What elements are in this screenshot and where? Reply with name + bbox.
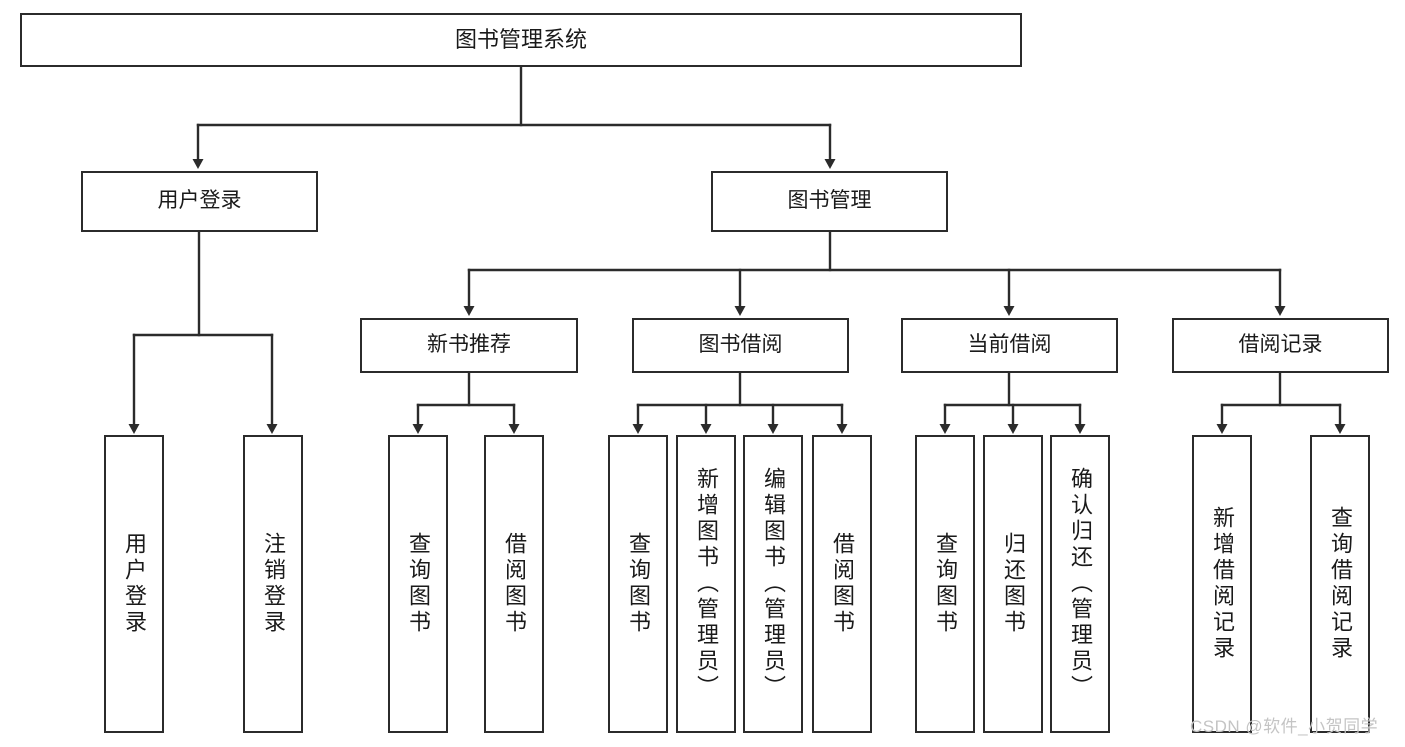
- node-label: 编辑图书（管理员）: [761, 467, 786, 701]
- node-borrow-record[interactable]: 借阅记录: [1172, 318, 1389, 373]
- leaf-query-borrow-record[interactable]: 查询借阅记录: [1310, 435, 1370, 733]
- node-label: 归还图书: [1001, 532, 1026, 636]
- leaf-edit-book-admin[interactable]: 编辑图书（管理员）: [743, 435, 803, 733]
- leaf-logout[interactable]: 注销登录: [243, 435, 303, 733]
- node-book-borrow[interactable]: 图书借阅: [632, 318, 849, 373]
- leaf-query-book-current[interactable]: 查询图书: [915, 435, 975, 733]
- node-label: 借阅图书: [502, 532, 527, 636]
- node-label: 查询图书: [626, 532, 651, 636]
- node-label: 查询图书: [933, 532, 958, 636]
- node-label: 用户登录: [157, 189, 242, 213]
- node-label: 借阅记录: [1238, 333, 1323, 357]
- leaf-add-borrow-record[interactable]: 新增借阅记录: [1192, 435, 1252, 733]
- node-root-system[interactable]: 图书管理系统: [20, 13, 1022, 67]
- leaf-add-book-admin[interactable]: 新增图书（管理员）: [676, 435, 736, 733]
- node-label: 查询借阅记录: [1328, 506, 1353, 662]
- node-current-borrow[interactable]: 当前借阅: [901, 318, 1118, 373]
- node-label: 图书管理系统: [454, 27, 587, 53]
- leaf-borrow-book-new[interactable]: 借阅图书: [484, 435, 544, 733]
- leaf-query-book-borrow[interactable]: 查询图书: [608, 435, 668, 733]
- node-label: 新增借阅记录: [1210, 506, 1235, 662]
- leaf-user-login[interactable]: 用户登录: [104, 435, 164, 733]
- node-label: 确认归还（管理员）: [1068, 467, 1093, 701]
- node-book-management[interactable]: 图书管理: [711, 171, 948, 232]
- leaf-confirm-return-admin[interactable]: 确认归还（管理员）: [1050, 435, 1110, 733]
- leaf-query-book-new[interactable]: 查询图书: [388, 435, 448, 733]
- leaf-return-book[interactable]: 归还图书: [983, 435, 1043, 733]
- leaf-borrow-book[interactable]: 借阅图书: [812, 435, 872, 733]
- node-label: 新书推荐: [427, 333, 511, 357]
- node-label: 新增图书（管理员）: [694, 467, 719, 701]
- node-label: 查询图书: [406, 532, 431, 636]
- node-label: 图书借阅: [698, 333, 783, 357]
- node-label: 注销登录: [261, 532, 286, 636]
- node-label: 用户登录: [122, 532, 147, 636]
- node-label: 当前借阅: [967, 333, 1052, 357]
- node-label: 图书管理: [787, 189, 872, 213]
- node-user-login[interactable]: 用户登录: [81, 171, 318, 232]
- node-label: 借阅图书: [830, 532, 855, 636]
- node-new-book-recommend[interactable]: 新书推荐: [360, 318, 578, 373]
